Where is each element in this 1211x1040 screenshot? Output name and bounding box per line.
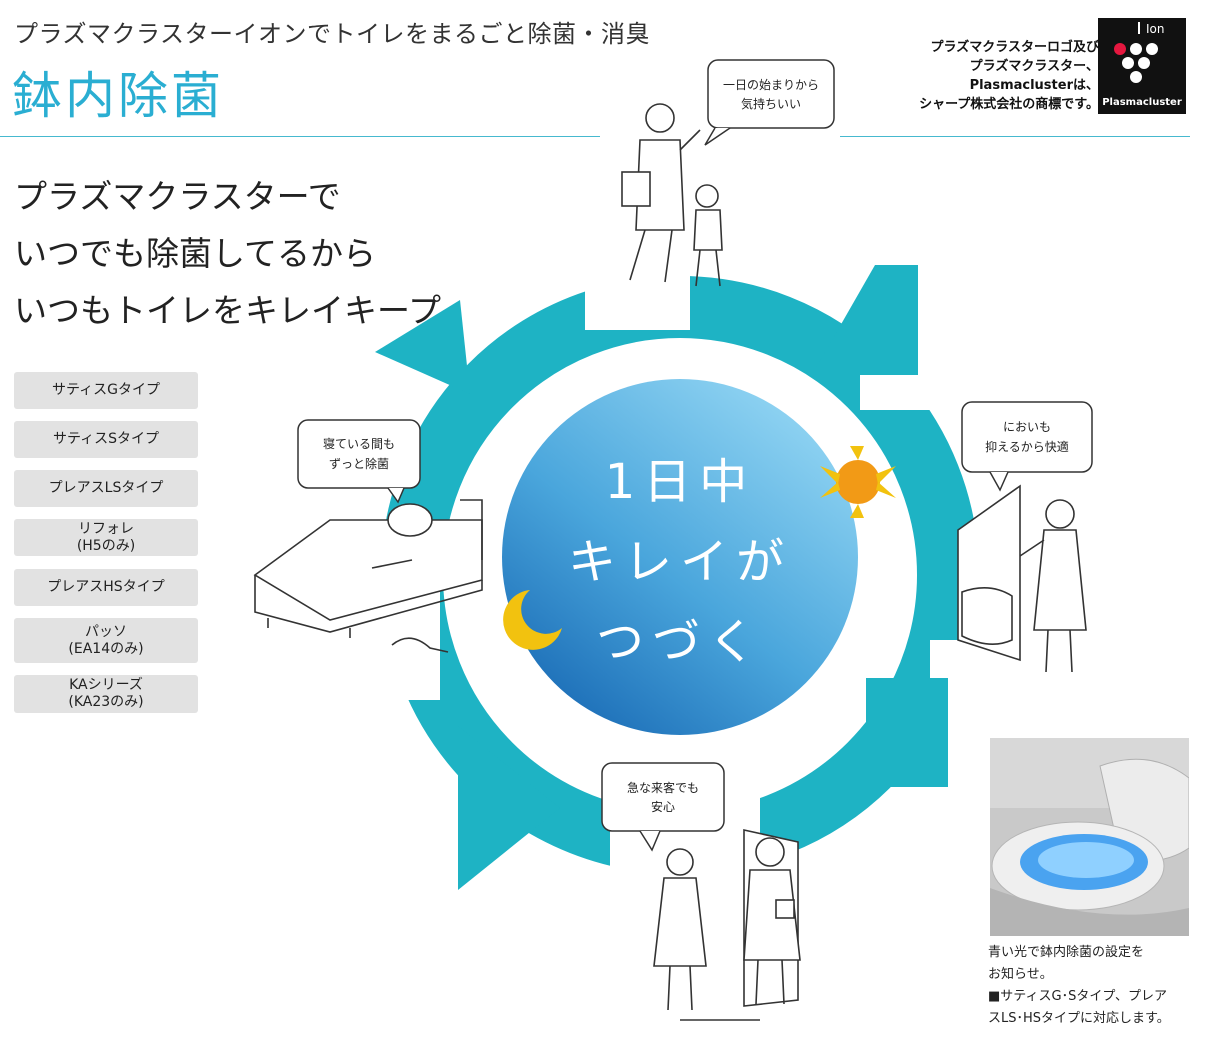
- model-passo-button[interactable]: パッソ (EA14のみ): [14, 618, 198, 663]
- father-and-child-illustration: [621, 103, 723, 287]
- page-title: 鉢内除菌: [12, 67, 224, 125]
- model-preas-ls-button[interactable]: プレアスLSタイプ: [14, 470, 198, 507]
- toilet-photo-image: [990, 738, 1189, 936]
- headline: プラズマクラスターで いつでも除菌してるから いつもトイレをキレイキープ。: [14, 168, 473, 339]
- model-preas-hs-button[interactable]: プレアスHSタイプ: [14, 569, 198, 606]
- model-ka-series-button[interactable]: KAシリーズ (KA23のみ): [14, 675, 198, 713]
- logo-name-text: Plasmacluster: [1102, 97, 1182, 108]
- headline-line: いつでも除菌してるから: [14, 234, 377, 273]
- bubble-line: 寝ている間も: [323, 436, 395, 451]
- bed-sleeping-illustration: [253, 499, 483, 653]
- caption-line: 青い光で鉢内除菌の設定を: [988, 945, 1145, 960]
- header-divider-left: [0, 136, 600, 137]
- trademark-line: プラズマクラスター、: [969, 59, 1099, 74]
- photo-caption: 青い光で鉢内除菌の設定を お知らせ。 ■サティスG･Sタイプ、プレア スLS･H…: [988, 942, 1198, 1030]
- center-line: つづく: [596, 614, 764, 670]
- speech-bubble-guest: 急な来客でも 安心: [601, 762, 725, 852]
- model-reforre-button[interactable]: リフォレ (H5のみ): [14, 519, 198, 556]
- plasmacluster-logo-mark: [1114, 22, 1158, 83]
- center-circle: [502, 379, 858, 735]
- model-satis-g-button[interactable]: サティスGタイプ: [14, 372, 198, 409]
- headline-line: いつもトイレをキレイキープ。: [14, 291, 474, 330]
- center-line: キレイが: [568, 534, 792, 590]
- cycle-arrowhead: [866, 678, 948, 787]
- speech-bubble-smell: においも 抑えるから快適: [961, 401, 1093, 492]
- caption-line: スLS･HSタイプに対応します。: [988, 1011, 1170, 1026]
- bubble-line: ずっと除菌: [329, 456, 389, 471]
- page-subtitle: プラズマクラスターイオンでトイレをまるごと除菌・消臭: [14, 20, 651, 48]
- bubble-line: 一日の始まりから: [723, 78, 819, 92]
- logo-ion-text: Ion: [1146, 22, 1165, 36]
- trademark-notice: プラズマクラスターロゴ及び プラズマクラスター、 Plasmaclusterは、…: [799, 38, 1099, 114]
- trademark-line: Plasmaclusterは、: [969, 78, 1099, 93]
- model-satis-s-button[interactable]: サティスSタイプ: [14, 421, 198, 458]
- caption-line: ■サティスG･Sタイプ、プレア: [988, 989, 1167, 1004]
- header-divider-right: [840, 136, 1190, 137]
- moon-icon: [503, 590, 562, 650]
- sun-icon: [820, 446, 896, 518]
- bubble-line: 気持ちいい: [741, 96, 801, 111]
- trademark-line: プラズマクラスターロゴ及び: [930, 40, 1099, 55]
- bubble-line: 抑えるから快適: [985, 439, 1069, 454]
- cycle-arrowhead: [375, 300, 470, 394]
- plasmacluster-logo: Ion Plasmacluster: [1098, 18, 1186, 114]
- caption-line: お知らせ。: [988, 967, 1053, 982]
- toilet-room-woman-illustration: [957, 484, 1087, 673]
- bubble-line: 急な来客でも: [627, 780, 699, 795]
- bubble-line: 安心: [651, 799, 675, 814]
- headline-line: プラズマクラスターで: [14, 177, 341, 216]
- bubble-line: においも: [1003, 420, 1051, 434]
- door-guests-illustration: [653, 829, 801, 1021]
- speech-bubble-morning: 一日の始まりから 気持ちいい: [704, 59, 835, 146]
- trademark-line: シャープ株式会社の商標です。: [919, 97, 1099, 112]
- toilet-photo: [990, 738, 1189, 936]
- center-line: 1日中: [605, 454, 756, 510]
- speech-bubble-night: 寝ている間も ずっと除菌: [297, 419, 421, 504]
- cycle-arrowhead: [812, 265, 918, 375]
- cycle-arrowhead: [458, 726, 560, 890]
